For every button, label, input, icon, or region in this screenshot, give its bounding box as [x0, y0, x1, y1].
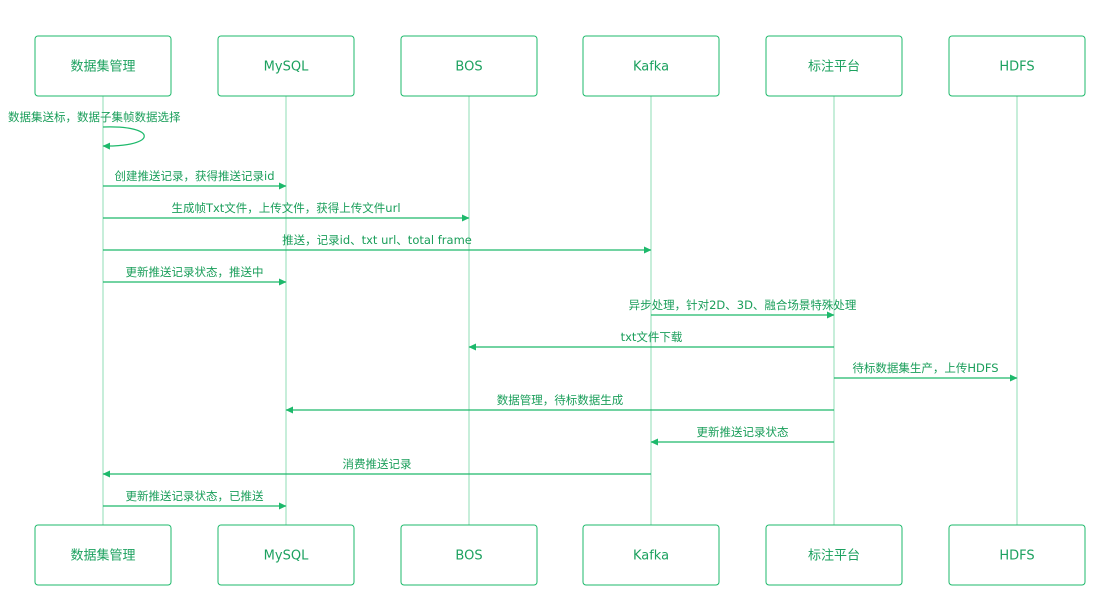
message-9: 数据管理，待标数据生成 — [285, 393, 834, 414]
message-label: 生成帧Txt文件，上传文件，获得上传文件url — [171, 201, 400, 215]
message-label: 创建推送记录，获得推送记录id — [115, 169, 275, 183]
message-label: txt文件下载 — [621, 330, 683, 344]
participant-top-p5[interactable]: HDFS — [948, 35, 1086, 97]
message-label: 推送，记录id、txt url、total frame — [282, 233, 472, 247]
participant-label: 标注平台 — [808, 60, 860, 75]
participant-box — [765, 35, 903, 97]
participant-label: 数据集管理 — [70, 548, 135, 564]
participant-label: HDFS — [999, 60, 1034, 75]
participant-box — [948, 35, 1086, 97]
participant-bottom-p1[interactable]: MySQL — [217, 524, 355, 586]
message-8: 待标数据集生产，上传HDFS — [834, 361, 1018, 382]
message-label: 更新推送记录状态 — [697, 425, 789, 439]
message-3: 生成帧Txt文件，上传文件，获得上传文件url — [103, 201, 470, 222]
participant-bottom-p5[interactable]: HDFS — [948, 524, 1086, 586]
message-4: 推送，记录id、txt url、total frame — [103, 233, 652, 254]
participant-bottom-p3[interactable]: Kafka — [582, 524, 720, 586]
message-label: 更新推送记录状态，已推送 — [126, 489, 264, 503]
message-5: 更新推送记录状态，推送中 — [103, 265, 287, 286]
message-label: 数据管理，待标数据生成 — [497, 393, 624, 407]
participant-label: Kafka — [633, 549, 669, 564]
participant-box — [34, 524, 172, 586]
message-2: 创建推送记录，获得推送记录id — [103, 169, 287, 190]
message-label: 消费推送记录 — [343, 457, 412, 471]
participant-box — [217, 35, 355, 97]
participant-box — [400, 524, 538, 586]
message-10: 更新推送记录状态 — [650, 425, 834, 446]
participant-bottom-p0[interactable]: 数据集管理 — [34, 524, 172, 586]
participant-label: 数据集管理 — [70, 59, 135, 75]
participant-label: 标注平台 — [808, 549, 860, 564]
participant-box — [217, 524, 355, 586]
participant-bottom-p4[interactable]: 标注平台 — [765, 524, 903, 586]
participant-box — [582, 35, 720, 97]
message-11: 消费推送记录 — [102, 457, 651, 478]
message-label: 更新推送记录状态，推送中 — [126, 265, 264, 279]
participant-label: MySQL — [264, 60, 309, 75]
message-1: 数据集送标，数据子集帧数据选择 — [8, 110, 181, 150]
participant-box — [948, 524, 1086, 586]
message-12: 更新推送记录状态，已推送 — [103, 489, 287, 510]
participant-label: BOS — [455, 60, 482, 75]
participant-top-p4[interactable]: 标注平台 — [765, 35, 903, 97]
message-7: txt文件下载 — [468, 330, 834, 351]
participant-bottom-p2[interactable]: BOS — [400, 524, 538, 586]
participant-label: MySQL — [264, 549, 309, 564]
participant-box — [582, 524, 720, 586]
participant-top-p2[interactable]: BOS — [400, 35, 538, 97]
participant-top-p0[interactable]: 数据集管理 — [34, 35, 172, 97]
participant-top-p1[interactable]: MySQL — [217, 35, 355, 97]
message-6: 异步处理，针对2D、3D、融合场景特殊处理 — [629, 298, 857, 319]
message-arrow — [102, 126, 145, 150]
participant-box — [400, 35, 538, 97]
participant-top-p3[interactable]: Kafka — [582, 35, 720, 97]
message-label: 待标数据集生产，上传HDFS — [852, 361, 998, 375]
message-label: 异步处理，针对2D、3D、融合场景特殊处理 — [629, 298, 857, 312]
message-label: 数据集送标，数据子集帧数据选择 — [8, 110, 181, 124]
participant-label: Kafka — [633, 60, 669, 75]
participant-box — [34, 35, 172, 97]
participant-box — [765, 524, 903, 586]
participant-label: HDFS — [999, 549, 1034, 564]
participant-label: BOS — [455, 549, 482, 564]
